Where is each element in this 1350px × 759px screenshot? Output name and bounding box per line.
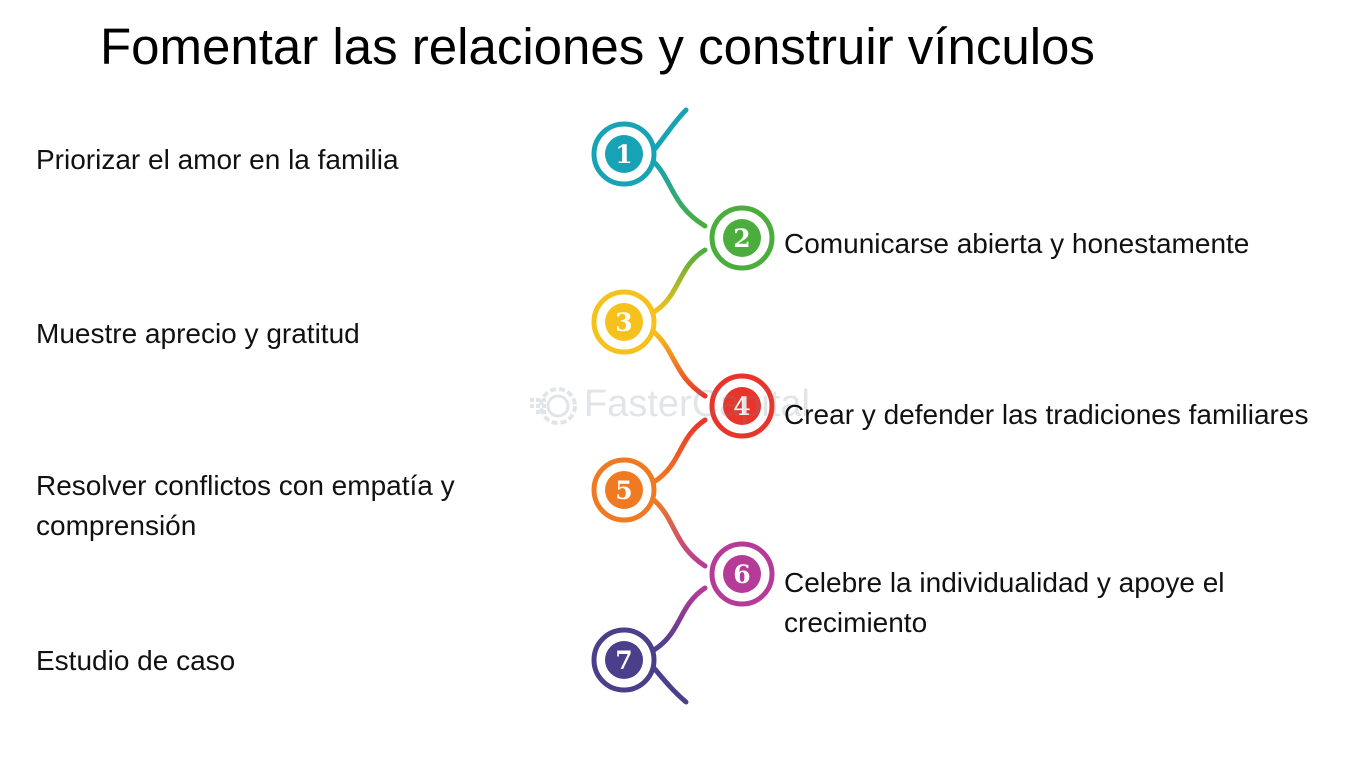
step-number: 7 (615, 646, 632, 675)
step-node-2: 2 (709, 205, 775, 271)
step-label-5: Resolver conflictos con empatía y compre… (36, 470, 455, 541)
step-node-3: 3 (591, 289, 657, 355)
step-node-4: 4 (709, 373, 775, 439)
step-label-7: Estudio de caso (36, 645, 236, 676)
watermark-text: FasterCapital (584, 383, 810, 425)
connector-2-3 (651, 247, 708, 315)
step-label-6: Celebre la individualidad y apoye el cre… (784, 567, 1225, 638)
step-node-1: 1 (591, 121, 657, 187)
step-node-6: 6 (709, 541, 775, 607)
step-label-1: Priorizar el amor en la familia (36, 144, 399, 175)
connector-top (651, 107, 689, 153)
connector-1-2 (651, 159, 708, 229)
step-badge (605, 303, 643, 341)
connector-6-7 (651, 585, 708, 653)
connector-bottom (651, 665, 689, 705)
gear-logo-icon (530, 387, 577, 425)
step-node-7: 7 (591, 627, 657, 693)
step-badge (605, 135, 643, 173)
page-title: Fomentar las relaciones y construir vínc… (100, 18, 1095, 75)
step-badge (605, 641, 643, 679)
step-label-3: Muestre aprecio y gratitud (36, 318, 360, 349)
connector-5-6 (651, 497, 708, 569)
step-number: 3 (615, 308, 632, 337)
watermark: FasterCapital (528, 380, 828, 432)
step-badge (605, 471, 643, 509)
step-number: 6 (733, 560, 750, 589)
step-number: 5 (615, 476, 632, 505)
connector-4-5 (651, 417, 708, 485)
step-label-2: Comunicarse abierta y honestamente (784, 228, 1250, 259)
step-number: 1 (615, 140, 632, 169)
step-badge (723, 219, 761, 257)
step-badge (723, 387, 761, 425)
step-number: 2 (733, 224, 750, 253)
step-node-5: 5 (591, 457, 657, 523)
connector-3-4 (651, 329, 708, 399)
step-label-4: Crear y defender las tradiciones familia… (784, 399, 1309, 430)
step-number: 4 (733, 392, 750, 421)
step-badge (723, 555, 761, 593)
